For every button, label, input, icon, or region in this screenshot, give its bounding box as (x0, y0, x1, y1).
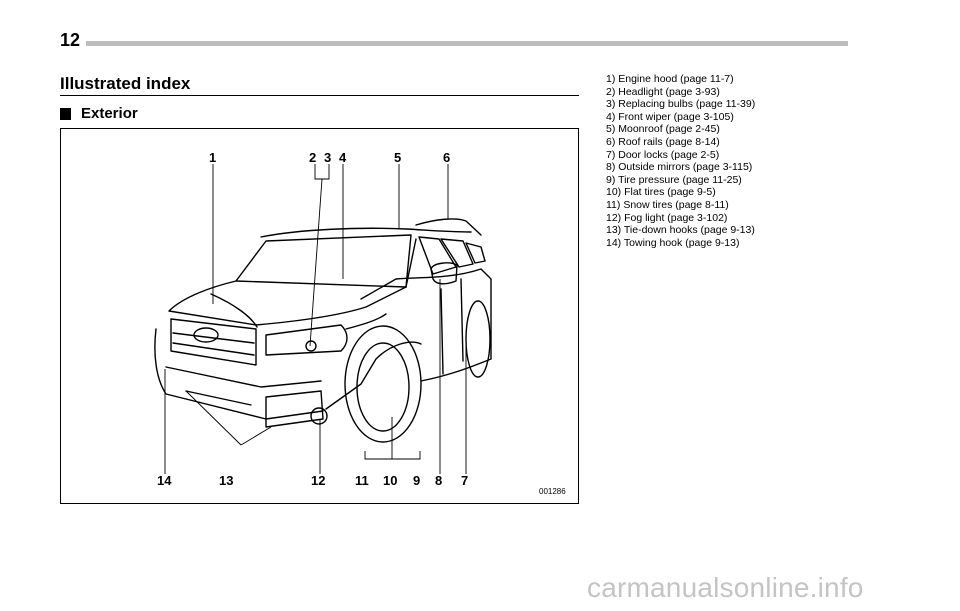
legend-item: 10) Flat tires (page 9-5) (606, 186, 716, 199)
roof-rail (415, 218, 482, 236)
callout-6: 6 (443, 150, 450, 165)
callout-3: 3 (324, 150, 331, 165)
figure-id: 001286 (539, 487, 566, 496)
subsection-heading: Exterior (60, 105, 138, 122)
callout-9: 9 (413, 473, 420, 488)
grille (170, 318, 257, 366)
hood (168, 280, 407, 326)
callout-8: 8 (435, 473, 442, 488)
rear-wheel (465, 300, 491, 378)
legend-item: 4) Front wiper (page 3-105) (606, 110, 734, 123)
side-mirror (430, 262, 458, 285)
roof-outline (260, 227, 472, 238)
front-wheel (344, 325, 422, 443)
legend-item: 2) Headlight (page 3-93) (606, 85, 720, 98)
legend-item: 6) Roof rails (page 8-14) (606, 135, 720, 148)
page-number: 12 (60, 30, 81, 50)
legend-item: 12) Fog light (page 3-102) (606, 211, 728, 224)
windshield (235, 234, 412, 288)
car-illustration: 1 2 3 4 5 6 7 8 9 10 11 12 13 14 001286 (154, 150, 566, 496)
watermark: carmanualsonline.info (587, 572, 864, 603)
callout-11: 11 (355, 473, 369, 488)
legend-item: 3) Replacing bulbs (page 11-39) (606, 98, 756, 111)
callout-5: 5 (394, 150, 401, 165)
legend-item: 11) Snow tires (page 8-11) (606, 198, 729, 211)
legend-item: 9) Tire pressure (page 11-25) (606, 173, 742, 186)
callout-2: 2 (309, 150, 316, 165)
callout-13: 13 (219, 473, 233, 488)
callout-4: 4 (339, 150, 347, 165)
square-bullet-icon (60, 107, 71, 120)
section-rule (60, 95, 579, 96)
legend-list: 1) Engine hood (page 11-7)2) Headlight (… (606, 73, 755, 249)
legend-item: 8) Outside mirrors (page 3-115) (606, 161, 753, 174)
legend-item: 13) Tie-down hooks (page 9-13) (606, 224, 755, 237)
headlight (265, 324, 348, 356)
callout-labels: 1 2 3 4 5 6 7 8 9 10 11 12 13 14 (157, 150, 468, 488)
legend-item: 1) Engine hood (page 11-7) (606, 73, 734, 85)
callout-14: 14 (157, 473, 172, 488)
callout-12: 12 (311, 473, 325, 488)
subsection-title: Exterior (81, 105, 138, 122)
legend-item: 7) Door locks (page 2-5) (606, 148, 720, 161)
callout-10: 10 (383, 473, 397, 488)
exterior-figure: 1 2 3 4 5 6 7 8 9 10 11 12 13 14 001286 (60, 128, 579, 504)
section-title: Illustrated index (60, 74, 191, 93)
header-rule (86, 41, 848, 46)
callout-7: 7 (461, 473, 468, 488)
callout-1: 1 (209, 150, 216, 165)
legend-item: 5) Moonroof (page 2-45) (606, 123, 720, 136)
legend-item: 14) Towing hook (page 9-13) (606, 236, 740, 249)
